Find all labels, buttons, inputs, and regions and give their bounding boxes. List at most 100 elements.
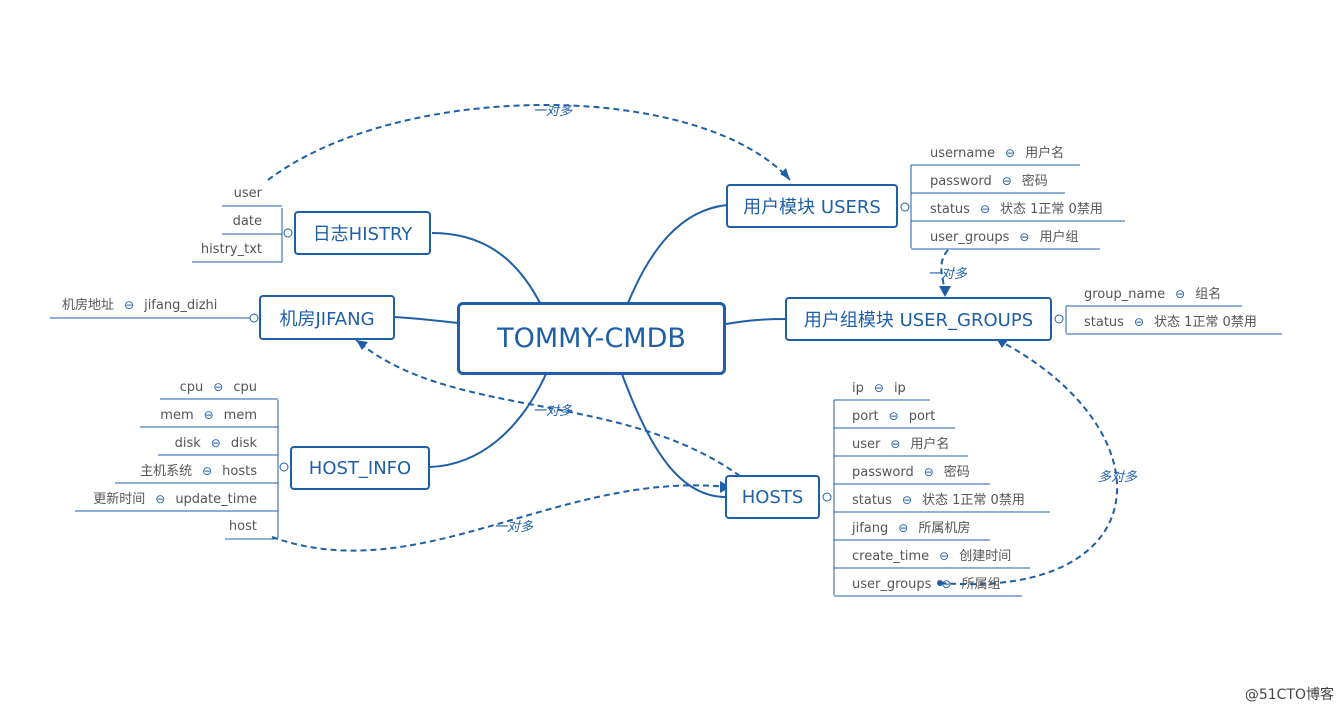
collapse-icon[interactable]: ⊖: [923, 465, 934, 479]
topic-user-groups[interactable]: 用户组模块 USER_GROUPS: [785, 297, 1052, 341]
history-field: date: [232, 214, 262, 229]
collapse-icon[interactable]: ⊖: [124, 298, 135, 312]
field-name: user_groups: [930, 230, 1010, 245]
field-name: status: [1084, 315, 1124, 330]
arrowhead: [780, 168, 790, 180]
collapse-icon[interactable]: ⊖: [979, 202, 991, 216]
field-desc: 密码: [943, 465, 970, 480]
hosts-field: user⊖用户名: [852, 435, 949, 453]
host-info-field: mem⊖mem: [160, 406, 257, 424]
collapse-icon[interactable]: ⊖: [210, 436, 221, 450]
users-field: password⊖密码: [930, 172, 1048, 190]
field-name: jifang: [852, 521, 889, 536]
field-desc: 状态 1正常 0禁用: [922, 493, 1025, 508]
field-desc: 更新时间: [93, 492, 146, 507]
host-info-field: disk ⊖ disk: [175, 434, 257, 452]
collapse-icon[interactable]: ⊖: [890, 437, 901, 451]
branch-history: [431, 232, 541, 304]
field-name: disk: [230, 436, 257, 451]
collapse-icon[interactable]: ⊖: [898, 521, 909, 535]
branch-usergroups: [725, 318, 787, 325]
collapse-icon[interactable]: ⊖: [1005, 146, 1016, 160]
field-desc: 组名: [1195, 287, 1222, 302]
host-info-field: host: [229, 518, 257, 536]
arrowhead: [356, 340, 368, 350]
topic-history[interactable]: 日志HISTRY: [294, 211, 431, 255]
field-name: update_time: [175, 492, 257, 507]
rel-hosts-groups: [939, 339, 1118, 586]
field-name: port: [852, 409, 879, 424]
rel-history-users: [267, 104, 791, 181]
hosts-field: ip ⊖ ip: [852, 379, 906, 397]
hosts-field: jifang ⊖ 所属机房: [852, 519, 970, 537]
history-field: histry_txt: [200, 242, 262, 257]
host-info-field: cpu⊖cpu: [180, 378, 257, 396]
field-name: group_name: [1084, 287, 1166, 302]
collapse-icon[interactable]: ⊖: [873, 381, 884, 395]
field-name: password: [852, 465, 914, 480]
field-desc: disk: [174, 436, 201, 451]
collapse-icon[interactable]: ⊖: [155, 492, 166, 506]
host-info-field: 更新时间 ⊖ update_time: [93, 490, 257, 508]
topic-jifang[interactable]: 机房JIFANG: [259, 295, 395, 340]
history-field: user: [233, 186, 262, 201]
user-groups-field: status ⊖ 状态 1正常 0禁用: [1084, 313, 1257, 331]
hosts-field: status ⊖ 状态 1正常 0禁用: [852, 491, 1025, 509]
branch-hosts: [621, 373, 727, 498]
relation-label: 一对多: [928, 267, 968, 282]
users-field: user_groups⊖用户组: [930, 228, 1078, 246]
topic-host-info[interactable]: HOST_INFO: [290, 446, 430, 490]
collapse-icon[interactable]: ⊖: [1019, 230, 1030, 244]
field-desc: 用户名: [910, 437, 950, 452]
branch-users: [627, 204, 728, 304]
watermark: @51CTO博客: [1244, 687, 1334, 703]
collapse-icon[interactable]: ⊖: [203, 408, 214, 422]
collapse-icon[interactable]: ⊖: [941, 577, 952, 591]
hosts-field: password ⊖ 密码: [852, 463, 970, 481]
field-desc: 状态 1正常 0禁用: [1000, 202, 1103, 217]
relation-label: 一对多: [494, 520, 534, 535]
user-groups-field: group_name ⊖ 组名: [1084, 285, 1221, 303]
hosts-field: user_groups⊖所属组: [852, 575, 1000, 593]
field-name: host: [228, 519, 257, 534]
relation-label: 一对多: [533, 404, 573, 419]
field-desc: port: [908, 409, 936, 424]
collapse-icon[interactable]: ⊖: [901, 493, 913, 507]
hosts-field: port ⊖ port: [852, 407, 935, 425]
field-desc: 创建时间: [959, 549, 1012, 564]
field-name: username: [930, 146, 995, 161]
field-name: cpu: [233, 380, 257, 395]
topic-hosts[interactable]: HOSTS: [725, 475, 820, 519]
field-name: status: [930, 202, 970, 217]
relation-label: 一对多: [533, 104, 573, 119]
field-desc: ip: [893, 381, 906, 396]
field-name: status: [852, 493, 892, 508]
jifang-field: 机房地址⊖jifang_dizhi: [62, 296, 217, 314]
relation-label: 多对多: [1098, 470, 1138, 485]
field-name: user_groups: [852, 577, 932, 592]
field-name: create_time: [852, 549, 930, 564]
field-desc: 用户名: [1025, 146, 1065, 161]
field-name: ip: [852, 381, 864, 396]
field-desc: 状态 1正常 0禁用: [1154, 315, 1257, 330]
collapse-icon[interactable]: ⊖: [1133, 315, 1145, 329]
field-desc: 密码: [1021, 174, 1048, 189]
collapse-icon[interactable]: ⊖: [202, 464, 213, 478]
arrowhead: [939, 286, 951, 297]
collapse-icon[interactable]: ⊖: [888, 409, 899, 423]
collapse-icon[interactable]: ⊖: [939, 549, 950, 563]
users-field: username ⊖ 用户名: [930, 144, 1064, 162]
rel-hostinfo-hosts: [271, 484, 729, 552]
branch-jifang: [393, 316, 459, 324]
collapse-icon[interactable]: ⊖: [213, 380, 224, 394]
collapse-icon[interactable]: ⊖: [1175, 287, 1186, 301]
central-topic[interactable]: TOMMY-CMDB: [457, 302, 726, 375]
field-desc: 所属机房: [918, 521, 971, 536]
hosts-field: create_time ⊖ 创建时间: [852, 547, 1011, 565]
field-name: hosts: [222, 464, 257, 479]
collapse-icon[interactable]: ⊖: [1001, 174, 1012, 188]
topic-users[interactable]: 用户模块 USERS: [726, 184, 898, 228]
rel-jifang-hosts: [355, 339, 741, 477]
field-desc: mem: [160, 408, 194, 423]
